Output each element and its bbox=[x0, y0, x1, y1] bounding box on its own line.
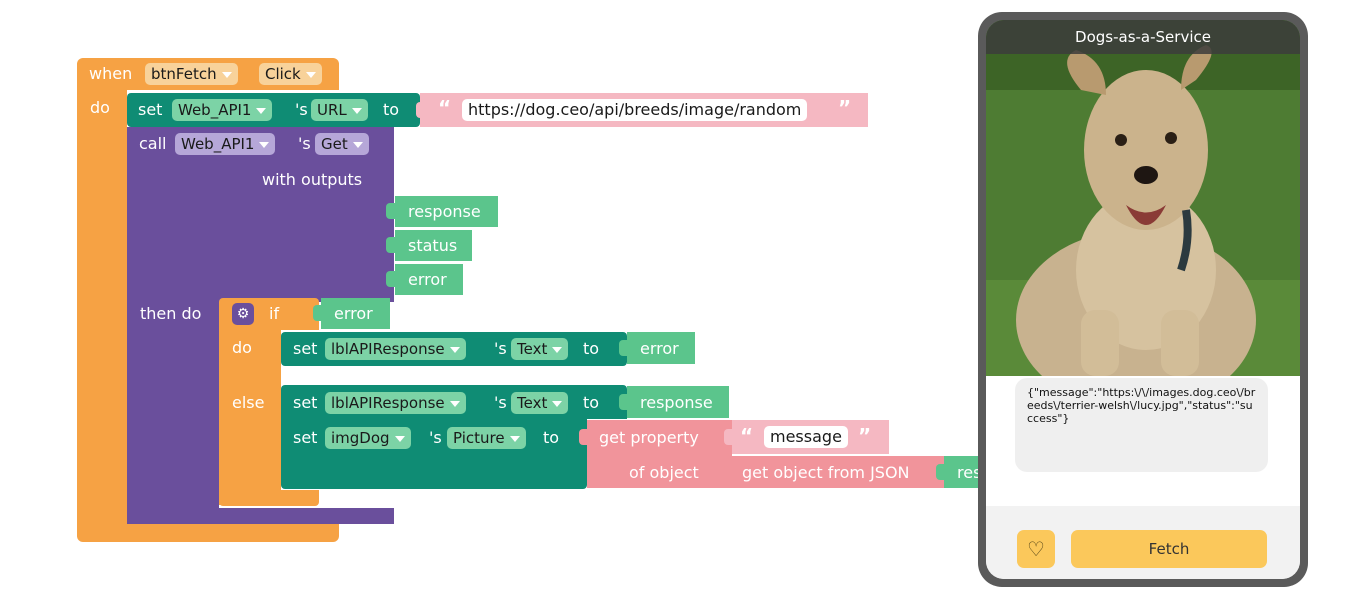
socket-notch bbox=[724, 429, 733, 445]
set-label: set bbox=[293, 428, 318, 447]
of-object-label: of object bbox=[629, 463, 699, 482]
output-error-label: error bbox=[408, 270, 447, 289]
phone-screen: Dogs-as-a-Service {"message":"https:\/\/… bbox=[986, 20, 1300, 579]
set-url-block[interactable] bbox=[127, 93, 420, 127]
property-dropdown-text[interactable]: Text bbox=[511, 338, 569, 360]
open-quote-icon: “ bbox=[438, 96, 452, 120]
dog-illustration bbox=[986, 20, 1300, 376]
heart-icon[interactable]: ♡ bbox=[1017, 530, 1055, 568]
socket-notch bbox=[386, 237, 395, 253]
socket-notch bbox=[619, 340, 628, 356]
with-outputs-label: with outputs bbox=[262, 170, 363, 189]
socket-notch bbox=[619, 394, 628, 410]
socket-notch bbox=[936, 464, 945, 480]
possessive-label: 's bbox=[298, 134, 311, 153]
socket-notch bbox=[579, 429, 588, 445]
possessive-label: 's bbox=[494, 393, 507, 412]
chevron-down-icon bbox=[259, 141, 270, 148]
api-response-label: {"message":"https:\/\/images.dog.ceo\/br… bbox=[1015, 378, 1268, 472]
possessive-label: 's bbox=[494, 339, 507, 358]
call-get-block[interactable] bbox=[127, 127, 394, 302]
component-dropdown-btnfetch[interactable]: btnFetch bbox=[145, 63, 238, 85]
event-block-body[interactable] bbox=[77, 90, 127, 532]
json-label: get object from JSON bbox=[742, 463, 910, 482]
chevron-down-icon bbox=[449, 400, 460, 407]
chevron-down-icon bbox=[352, 141, 363, 148]
value-error[interactable] bbox=[627, 332, 695, 364]
method-dropdown-get[interactable]: Get bbox=[315, 133, 369, 155]
output-response[interactable] bbox=[395, 196, 498, 227]
socket-notch bbox=[386, 271, 395, 287]
call-get-footer[interactable] bbox=[127, 508, 394, 524]
gear-icon[interactable]: ⚙ bbox=[232, 303, 254, 325]
chevron-down-icon bbox=[305, 71, 316, 78]
component-dropdown-lblapiresponse[interactable]: lblAPIResponse bbox=[325, 338, 466, 360]
chevron-down-icon bbox=[509, 435, 520, 442]
set-label: set bbox=[138, 100, 163, 119]
close-quote-icon: ” bbox=[858, 424, 872, 448]
chevron-down-icon bbox=[449, 346, 460, 353]
socket-notch bbox=[313, 305, 322, 321]
component-dropdown-lblapiresponse[interactable]: lblAPIResponse bbox=[325, 392, 466, 414]
to-label: to bbox=[543, 428, 560, 447]
chevron-down-icon bbox=[256, 107, 267, 114]
phone-footer: ♡ Fetch bbox=[986, 506, 1300, 579]
app-title-bar: Dogs-as-a-Service bbox=[986, 20, 1300, 54]
dog-image bbox=[986, 20, 1300, 376]
property-dropdown-picture[interactable]: Picture bbox=[447, 427, 526, 449]
chevron-down-icon bbox=[221, 71, 232, 78]
output-status[interactable] bbox=[395, 230, 472, 261]
call-label: call bbox=[139, 134, 167, 153]
if-label: if bbox=[269, 304, 280, 323]
do-label: do bbox=[90, 98, 110, 117]
to-label: to bbox=[583, 393, 600, 412]
value-response[interactable] bbox=[627, 386, 729, 418]
output-status-label: status bbox=[408, 236, 458, 255]
component-dropdown-imgdog[interactable]: imgDog bbox=[325, 427, 411, 449]
if-block-body[interactable] bbox=[219, 330, 281, 505]
set-label: set bbox=[293, 393, 318, 412]
message-text-field[interactable]: message bbox=[764, 426, 848, 448]
chevron-down-icon bbox=[351, 107, 362, 114]
socket-notch bbox=[724, 464, 733, 480]
open-quote-icon: “ bbox=[740, 424, 754, 448]
chevron-down-icon bbox=[394, 435, 405, 442]
value-response-label: response bbox=[640, 393, 713, 412]
url-text-field[interactable]: https://dog.ceo/api/breeds/image/random bbox=[462, 99, 808, 121]
component-dropdown-web-api1-call[interactable]: Web_API1 bbox=[175, 133, 276, 155]
to-label: to bbox=[583, 339, 600, 358]
if-block-footer[interactable] bbox=[219, 490, 319, 506]
event-block-footer[interactable] bbox=[77, 524, 339, 542]
chevron-down-icon bbox=[552, 400, 563, 407]
condition-error[interactable] bbox=[321, 298, 390, 329]
output-error[interactable] bbox=[395, 264, 463, 295]
if-do-label: do bbox=[232, 338, 252, 357]
socket-notch bbox=[386, 203, 395, 219]
call-get-body[interactable] bbox=[127, 300, 219, 522]
get-property-block[interactable] bbox=[587, 420, 732, 488]
else-label: else bbox=[232, 393, 265, 412]
fetch-button[interactable]: Fetch bbox=[1071, 530, 1267, 568]
possessive-label: 's bbox=[295, 100, 308, 119]
when-label: when bbox=[89, 64, 133, 83]
socket-notch bbox=[416, 102, 425, 118]
get-property-label: get property bbox=[599, 428, 699, 447]
event-dropdown-click[interactable]: Click bbox=[259, 63, 322, 85]
then-do-label: then do bbox=[140, 304, 202, 323]
component-dropdown-web-api1[interactable]: Web_API1 bbox=[172, 99, 273, 121]
condition-error-label: error bbox=[334, 304, 373, 323]
to-label: to bbox=[383, 100, 400, 119]
output-response-label: response bbox=[408, 202, 481, 221]
chevron-down-icon bbox=[552, 346, 563, 353]
property-dropdown-text[interactable]: Text bbox=[511, 392, 569, 414]
property-dropdown-url[interactable]: URL bbox=[311, 99, 368, 121]
phone-preview: Dogs-as-a-Service {"message":"https:\/\/… bbox=[978, 12, 1308, 587]
set-label: set bbox=[293, 339, 318, 358]
json-block[interactable] bbox=[732, 456, 944, 488]
possessive-label: 's bbox=[429, 428, 442, 447]
close-quote-icon: ” bbox=[838, 96, 852, 120]
value-error-label: error bbox=[640, 339, 679, 358]
